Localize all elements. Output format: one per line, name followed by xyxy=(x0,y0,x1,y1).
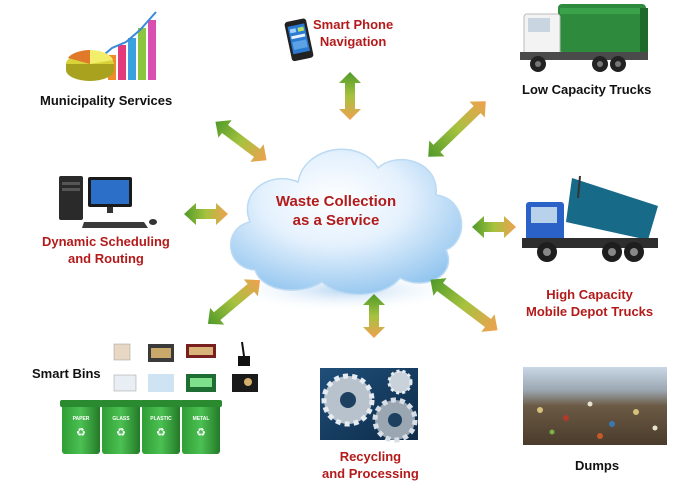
svg-text:♻: ♻ xyxy=(116,426,126,439)
center-line-1: Waste Collection xyxy=(275,193,397,210)
gears-icon xyxy=(320,368,418,443)
smartphone-icon xyxy=(284,18,314,62)
svg-text:♻: ♻ xyxy=(156,426,166,439)
arrow-to-municipality xyxy=(215,120,267,162)
label-smartphone: Smart Phone Navigation xyxy=(313,16,393,50)
label-scheduling: Dynamic Scheduling and Routing xyxy=(42,233,170,267)
center-label: Waste Collection as a Service xyxy=(246,192,426,230)
label-high-trucks: High Capacity Mobile Depot Trucks xyxy=(526,286,653,320)
chart-icon xyxy=(65,11,165,88)
svg-text:METAL: METAL xyxy=(193,416,210,422)
label-municipality: Municipality Services xyxy=(40,93,173,108)
label-low-trucks: Low Capacity Trucks xyxy=(522,82,652,97)
skip-truck-icon xyxy=(522,175,658,262)
recycling-bins: PAPER ♻ GLASS ♻ PLASTIC ♻ METAL ♻ xyxy=(60,400,222,454)
label-high-trucks-line-1: High Capacity xyxy=(546,287,633,302)
garbage-truck-icon xyxy=(520,4,648,72)
arrow-to-scheduling xyxy=(184,203,228,225)
arrow-to-high-trucks xyxy=(472,216,516,238)
bin-glass: GLASS ♻ xyxy=(100,400,142,454)
computer-icon xyxy=(59,176,157,228)
label-dumps: Dumps xyxy=(575,458,620,473)
label-smart-bins: Smart Bins xyxy=(32,366,101,381)
sensor-modules xyxy=(113,341,258,392)
label-scheduling-line-2: and Routing xyxy=(68,251,144,266)
arrow-to-smart-bins xyxy=(207,279,261,325)
label-smartphone-line-1: Smart Phone xyxy=(313,17,394,32)
svg-text:♻: ♻ xyxy=(76,426,86,439)
svg-text:GLASS: GLASS xyxy=(112,416,130,422)
label-recycling-line-2: and Processing xyxy=(322,466,419,481)
svg-text:♻: ♻ xyxy=(196,426,206,439)
bin-paper: PAPER ♻ xyxy=(60,400,102,454)
label-recycling: Recycling and Processing xyxy=(322,448,419,482)
label-smartphone-line-2: Navigation xyxy=(319,34,387,49)
label-recycling-line-1: Recycling xyxy=(339,449,402,464)
center-line-2: as a Service xyxy=(292,212,380,229)
arrow-to-smartphone xyxy=(339,72,361,120)
svg-text:PAPER: PAPER xyxy=(73,416,90,422)
dump-icon xyxy=(523,367,667,445)
central-cloud xyxy=(230,148,463,295)
bin-metal: METAL ♻ xyxy=(180,400,222,454)
label-scheduling-line-1: Dynamic Scheduling xyxy=(42,234,170,249)
arrow-to-low-trucks xyxy=(428,101,486,157)
arrow-to-dumps xyxy=(430,278,498,332)
svg-text:PLASTIC: PLASTIC xyxy=(150,416,172,422)
arrow-to-recycling xyxy=(363,294,385,338)
label-high-trucks-line-2: Mobile Depot Trucks xyxy=(526,304,654,319)
bin-plastic: PLASTIC ♻ xyxy=(140,400,182,454)
